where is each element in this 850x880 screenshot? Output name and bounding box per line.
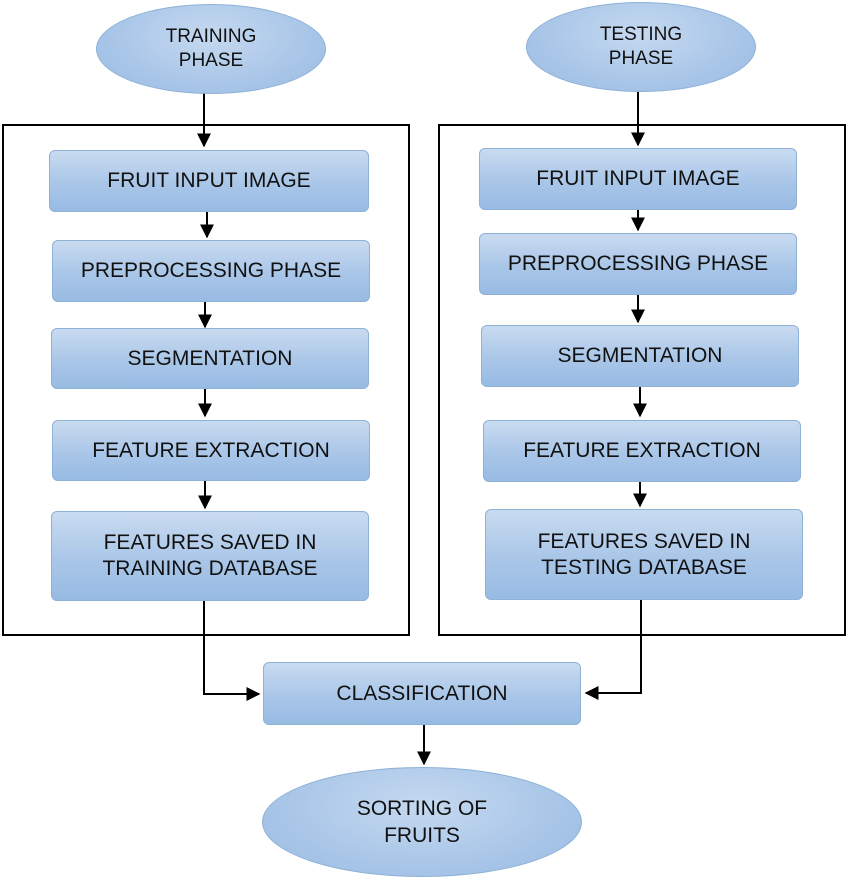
sorting-output-label: SORTING OF FRUITS: [356, 797, 488, 847]
training-phase-start: TRAINING PHASE: [96, 4, 326, 94]
training-step-label: FRUIT INPUT IMAGE: [107, 169, 311, 192]
training-step-label: FEATURES SAVED IN TRAINING DATABASE: [102, 531, 318, 580]
training-step-features-saved: FEATURES SAVED IN TRAINING DATABASE: [51, 511, 369, 601]
arrow-testing-saved-to-classification: [584, 600, 642, 700]
testing-step-label: PREPROCESSING PHASE: [507, 252, 769, 275]
training-step-fruit-input: FRUIT INPUT IMAGE: [49, 150, 369, 212]
arrow-training-saved-to-classification: [203, 601, 261, 701]
training-step-label: PREPROCESSING PHASE: [80, 259, 342, 282]
testing-step-fruit-input: FRUIT INPUT IMAGE: [479, 148, 797, 210]
sorting-output: SORTING OF FRUITS: [262, 767, 582, 877]
testing-phase-frame: [438, 124, 846, 636]
classification-label: CLASSIFICATION: [336, 681, 508, 705]
testing-step-feature-extraction: FEATURE EXTRACTION: [483, 420, 801, 482]
training-phase-frame: [2, 124, 410, 636]
training-step-feature-extraction: FEATURE EXTRACTION: [52, 420, 370, 481]
training-step-preprocessing: PREPROCESSING PHASE: [52, 240, 370, 302]
testing-step-label: FEATURES SAVED IN TESTING DATABASE: [537, 529, 751, 579]
testing-phase-start: TESTING PHASE: [526, 2, 756, 92]
training-step-label: SEGMENTATION: [127, 346, 293, 370]
testing-step-features-saved: FEATURES SAVED IN TESTING DATABASE: [485, 509, 803, 600]
testing-step-label: FRUIT INPUT IMAGE: [536, 167, 740, 190]
testing-step-preprocessing: PREPROCESSING PHASE: [479, 233, 797, 295]
testing-step-segmentation: SEGMENTATION: [481, 325, 799, 387]
testing-phase-label: TESTING PHASE: [599, 24, 683, 69]
training-step-label: FEATURE EXTRACTION: [92, 438, 330, 462]
classification-box: CLASSIFICATION: [263, 662, 581, 725]
training-step-segmentation: SEGMENTATION: [51, 328, 369, 389]
testing-step-label: SEGMENTATION: [557, 344, 723, 367]
training-phase-label: TRAINING PHASE: [165, 26, 257, 71]
testing-step-label: FEATURE EXTRACTION: [523, 439, 761, 462]
